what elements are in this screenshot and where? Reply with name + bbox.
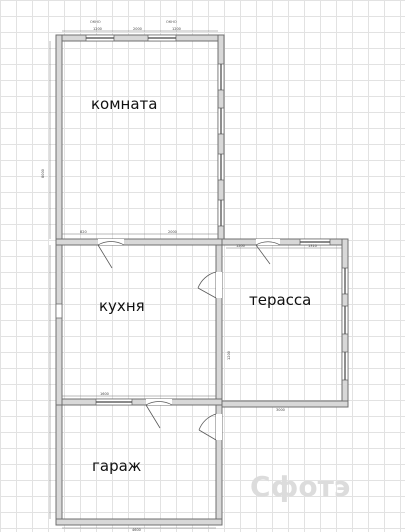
door-opening-terrace-top [256, 239, 280, 245]
window-tag-2: ОКНО [166, 20, 177, 24]
dimension-labels: 1200 2000 1200 8000 820 2000 1200 1310 1… [41, 27, 317, 532]
wall-room1-left [55, 34, 63, 246]
dim-terrace-top-b: 1310 [308, 244, 317, 248]
dim-terrace-top-a: 1200 [236, 244, 245, 248]
dim-mid-b: 2000 [168, 230, 177, 234]
dim-top-b: 2000 [133, 27, 142, 31]
dim-bottom-b: 3000 [276, 408, 285, 412]
dim-mid-a: 820 [80, 230, 87, 234]
wall-garage-bottom [55, 518, 223, 526]
door-opening-kitchen-garage [146, 399, 172, 405]
window-ticks [86, 37, 346, 403]
wall-kitchen-right [215, 244, 223, 406]
room-label-terassa: терасса [249, 291, 312, 309]
door-swing-icon[interactable] [97, 241, 125, 269]
dim-left-room: 8000 [41, 169, 45, 178]
room-label-kukhnya: кухня [99, 297, 145, 315]
door-swing-icon[interactable] [198, 413, 217, 441]
doors [97, 239, 281, 441]
dim-top-a: 1200 [93, 27, 102, 31]
door-swing-icon[interactable] [197, 271, 217, 299]
dimension-lines [49, 30, 342, 529]
window-kitchen-left[interactable] [55, 303, 63, 319]
wall-kitchen-left [55, 244, 63, 406]
window-tag-1: ОКНО [90, 20, 101, 24]
wall-room1-top [55, 34, 225, 42]
room-label-garazh: гараж [92, 457, 142, 475]
wall-garage-left [55, 404, 63, 526]
watermark-logo: Сфотэ [250, 470, 351, 503]
dim-garage-bottom: 4600 [132, 528, 141, 532]
wall-kitchen-garage [61, 398, 223, 406]
door-opening-kitchen-terrace [216, 272, 222, 298]
wall-room1-bottom [55, 238, 225, 246]
door-swing-icon[interactable] [145, 401, 173, 429]
dim-top-c: 1200 [172, 27, 181, 31]
dim-bottom-a: 1600 [100, 392, 109, 396]
wall-terrace-bottom [221, 400, 349, 408]
door-opening-garage-side [216, 414, 222, 440]
room-label-komnata: комната [91, 95, 158, 113]
window-tags: ОКНО ОКНО [90, 20, 177, 24]
door-opening-room-kitchen [98, 239, 124, 245]
dim-terrace-left: 1200 [227, 351, 231, 360]
windows [55, 34, 349, 406]
